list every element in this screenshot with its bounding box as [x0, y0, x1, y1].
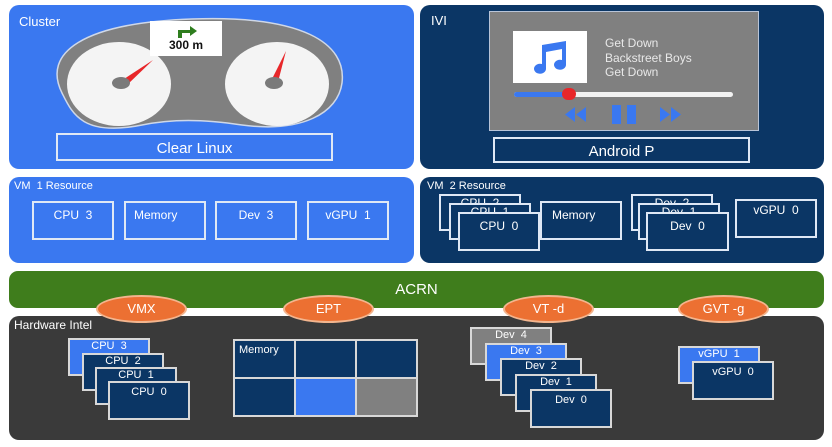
vm1-dev-label: Dev 3 [238, 208, 274, 222]
vm1-resource-panel: VM 1 Resource CPU 3 Memory Dev 3 vGPU 1 [9, 177, 414, 263]
feature-vmx: VMX [96, 295, 187, 323]
feature-vt-d: VT -d [503, 295, 594, 323]
memory-cell: Memory [235, 341, 294, 377]
speed-hub [112, 77, 130, 89]
vm1-vgpu-box: vGPU 1 [307, 201, 389, 240]
feature-ept: EPT [283, 295, 374, 323]
track-artist: Backstreet Boys [605, 51, 692, 65]
cluster-os-label: Clear Linux [56, 133, 333, 161]
memory-cell [235, 379, 294, 415]
nav-display: 300 m [150, 21, 222, 56]
nav-distance: 300 m [168, 38, 204, 52]
hardware-title: Hardware Intel [14, 318, 93, 332]
vm2-cpu-label: CPU 0 [479, 219, 519, 233]
vm2-memory-label: Memory [552, 208, 596, 222]
cluster-panel: Cluster 300 m Clear Linux [9, 5, 414, 169]
hw-vgpu-box: vGPU 0 [692, 361, 774, 400]
progress-fill [514, 92, 569, 97]
hw-vgpu-label: vGPU 1 [698, 348, 740, 360]
cluster-title: Cluster [19, 14, 61, 29]
rewind-icon[interactable] [564, 106, 588, 123]
ivi-panel: IVI Get Down Backstreet Boys Get Down An… [420, 5, 824, 169]
memory-cell [296, 379, 355, 415]
feature-gvt-g: GVT -g [678, 295, 769, 323]
hw-vgpu-label: vGPU 0 [712, 366, 754, 378]
vm1-title: VM 1 Resource [14, 180, 93, 192]
album-art [513, 31, 587, 83]
vm1-cpu-label: CPU 3 [53, 208, 93, 222]
turn-right-arrow-icon [178, 26, 197, 38]
hw-cpu-box: CPU 0 [108, 381, 190, 420]
hw-cpu-label: CPU 3 [91, 340, 127, 352]
hw-cpu-label: CPU 0 [131, 386, 167, 398]
rpm-needle [272, 51, 286, 82]
music-note-icon [534, 41, 566, 74]
vm1-memory-label: Memory [134, 208, 178, 222]
vm1-dev-box: Dev 3 [215, 201, 297, 240]
hw-cpu-label: CPU 1 [118, 369, 154, 381]
progress-track[interactable] [514, 88, 733, 100]
track-album: Get Down [605, 65, 659, 79]
hw-dev-label: Dev 1 [540, 376, 572, 388]
hw-dev-label: Dev 2 [525, 360, 557, 372]
progress-knob[interactable] [561, 88, 576, 100]
rpm-hub [265, 77, 283, 89]
vm2-title: VM 2 Resource [427, 180, 506, 192]
hw-dev-label: Dev 4 [495, 329, 527, 341]
fast-forward-icon[interactable] [659, 106, 683, 123]
vm1-vgpu-label: vGPU 1 [325, 208, 371, 222]
hw-dev-box: Dev 0 [530, 389, 612, 428]
hw-dev-label: Dev 3 [510, 345, 542, 357]
acrn-label: ACRN [395, 281, 438, 298]
hw-dev-label: Dev 0 [555, 394, 587, 406]
memory-cell [357, 379, 416, 415]
vm1-cpu-box: CPU 3 [32, 201, 114, 240]
track-title: Get Down [605, 36, 659, 50]
instrument-cluster [56, 17, 344, 129]
cluster-os-text: Clear Linux [156, 140, 233, 157]
hw-cpu-label: CPU 2 [105, 355, 141, 367]
ivi-os-label: Android P [493, 137, 750, 163]
vm2-resource-panel: VM 2 Resource CPU 2 CPU 1 CPU 0 Memory D… [420, 177, 824, 263]
ivi-os-text: Android P [588, 143, 655, 160]
vm2-vgpu-box: vGPU 0 [735, 199, 817, 238]
vm2-vgpu-label: vGPU 0 [753, 203, 799, 217]
vm1-memory-box: Memory [124, 201, 206, 240]
memory-cell [357, 341, 416, 377]
speed-needle [124, 60, 153, 86]
vm2-memory-box: Memory [540, 201, 622, 240]
hw-memory-grid: Memory [233, 339, 418, 417]
memory-cell [296, 341, 355, 377]
vm2-dev-label: Dev 0 [670, 219, 705, 233]
media-player: Get Down Backstreet Boys Get Down [489, 11, 759, 131]
vm2-cpu-box: CPU 0 [458, 212, 540, 251]
vm2-dev-box: Dev 0 [646, 212, 729, 251]
hardware-panel: Hardware Intel CPU 3 CPU 2 CPU 1 CPU 0 M… [9, 316, 824, 440]
pause-icon[interactable] [611, 105, 638, 124]
ivi-title: IVI [431, 13, 447, 28]
